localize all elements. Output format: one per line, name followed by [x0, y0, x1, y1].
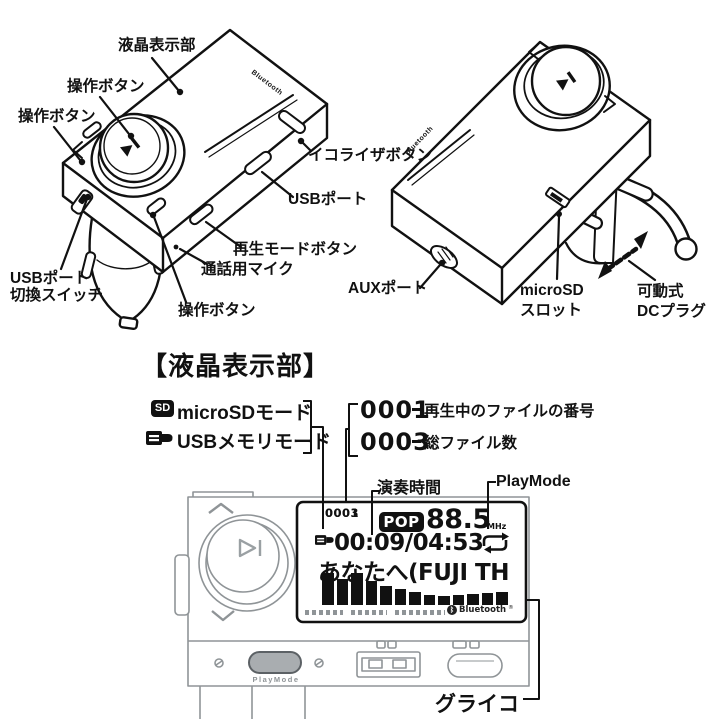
chevron-right-icon	[603, 95, 616, 113]
eq-bar	[481, 593, 493, 605]
callout-equalizer-button: イコライザボタン	[308, 147, 433, 164]
lcd-screen: 0001 0003 POP 88.5 MHz 00:09/04:53 あなたへ(…	[297, 502, 526, 622]
callout-aux-port: AUXポート	[348, 280, 428, 297]
eq-bar	[394, 589, 406, 605]
eq-bar	[351, 573, 363, 605]
genre-badge: POP	[379, 512, 424, 532]
legend-play-mode: PlayMode	[496, 473, 571, 490]
usb-memory-icon	[146, 429, 173, 452]
eq-bar	[496, 592, 508, 605]
eq-bar	[409, 592, 421, 605]
eq-bar	[322, 573, 334, 605]
callout-usb-switch: USBポート 切換スイッチ	[10, 270, 104, 304]
callout-operation-button-left: 操作ボタン	[18, 108, 96, 125]
bottom-usb-port	[356, 640, 421, 678]
play-mode-print: PlayMode	[252, 675, 300, 684]
elapsed-time: 00:09/04:53	[334, 530, 484, 556]
frequency-unit: MHz	[487, 522, 507, 531]
screw-icons	[214, 658, 324, 668]
eq-bars	[322, 573, 508, 605]
right-device-art	[390, 40, 698, 306]
fm-frequency: 88.5	[426, 504, 491, 535]
callout-microsd-slot: microSD スロット	[520, 282, 584, 319]
eq-bar	[438, 596, 450, 605]
legend-connectors	[303, 400, 540, 700]
eq-bar	[365, 581, 377, 605]
play-pause-icon	[238, 538, 262, 558]
chevron-up-icon	[208, 502, 234, 514]
bluetooth-rune-icon: ᛒ	[447, 605, 457, 615]
side-button	[82, 121, 102, 139]
bluetooth-logo: ᛒ Bluetooth ®	[447, 605, 514, 615]
left-device-art	[61, 28, 329, 331]
sd-card-icon: SD	[151, 400, 174, 417]
legend-usb-mode: USBメモリモード	[177, 432, 332, 453]
eq-bar	[380, 586, 392, 605]
callout-dc-plug: 可動式 DCプラグ	[637, 283, 706, 320]
right-device-dial	[513, 44, 611, 132]
track-title: あなたへ(FUJI TH	[318, 560, 509, 586]
legend-current-file-desc: 再生中のファイルの番号	[424, 403, 595, 420]
leader-lines	[52, 56, 657, 304]
dash-connector	[412, 408, 421, 411]
legend-graphic-eq: グライコ	[435, 693, 519, 716]
section-heading: 【液晶表示部】	[141, 351, 331, 381]
equalizer-button-shape	[278, 109, 306, 135]
microsd-slot-shape	[545, 186, 571, 209]
chevron-down-icon	[211, 610, 235, 622]
callout-lcd-display: 液晶表示部	[118, 37, 196, 54]
play-pause-icon	[120, 137, 141, 157]
eq-bar	[467, 594, 479, 605]
legend-total-file-desc: 総ファイル数	[424, 435, 518, 452]
play-mode-button-shape	[189, 203, 214, 226]
callout-usb-port: USBポート	[288, 191, 368, 208]
legend-sd-mode: microSDモード	[177, 403, 313, 424]
eq-bar	[336, 579, 348, 605]
play-mode-pill	[248, 651, 302, 674]
left-device-dial	[90, 112, 186, 198]
callout-operation-button-bottom: 操作ボタン	[178, 302, 256, 319]
mic-hole	[173, 244, 179, 250]
callout-operation-button-top: 操作ボタン	[67, 78, 145, 95]
callout-call-mic: 通話用マイク	[201, 261, 294, 278]
dash-connector	[412, 440, 421, 443]
usb-port-shape	[244, 150, 272, 176]
bottom-device-dial	[198, 502, 296, 622]
operation-button-shape	[146, 197, 167, 216]
rotation-arrows-icon	[598, 231, 648, 279]
lcd-fine-print	[305, 610, 445, 615]
eq-bar	[423, 595, 435, 605]
aux-port-shape	[429, 245, 459, 269]
chevron-left-icon	[528, 43, 539, 60]
play-pause-icon	[556, 71, 577, 91]
legend-play-time: 演奏時間	[377, 480, 442, 497]
callout-play-mode-button: 再生モードボタン	[233, 241, 358, 258]
bottom-oval-port	[447, 640, 503, 678]
eq-bar	[452, 595, 464, 605]
